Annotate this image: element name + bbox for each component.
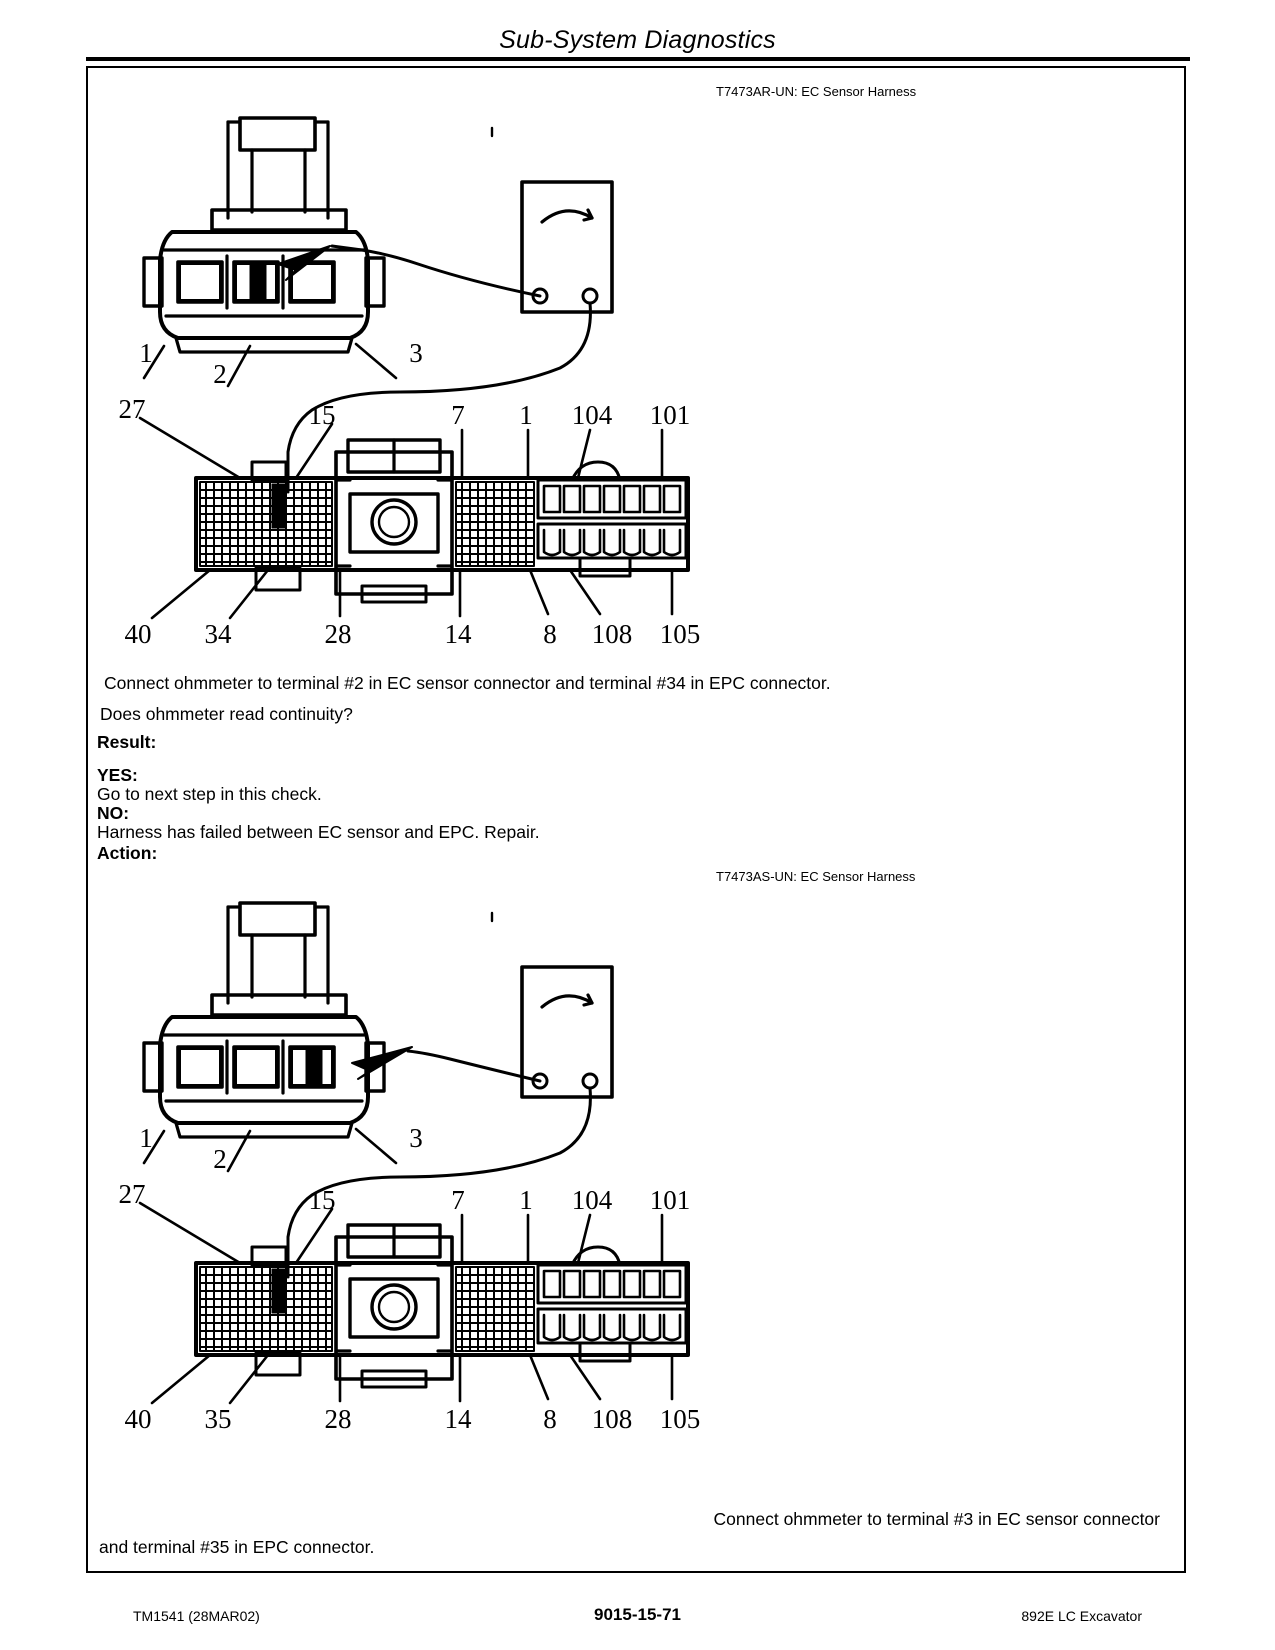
callout-epc-top-104-fig2: 104 <box>572 1185 613 1215</box>
callout-epc-bot-105-fig1: 105 <box>660 619 701 649</box>
callout-epc-top-101-fig2: 101 <box>650 1185 691 1215</box>
callout-epc-bot-40-fig2: 40 <box>125 1404 152 1434</box>
callout-epc-top-1-fig2: 1 <box>519 1185 533 1215</box>
callout-epc-bot-28-fig1: 28 <box>325 619 352 649</box>
header-divider <box>86 57 1190 61</box>
callout-epc-top-7-fig2: 7 <box>451 1185 465 1215</box>
yes-label: YES: <box>97 765 138 785</box>
callout-epc-bot-35-fig2: 35 <box>205 1404 232 1434</box>
page-title: Sub-System Diagnostics <box>499 26 776 54</box>
callout-sensor-1-fig2: 1 <box>139 1123 153 1153</box>
no-label: NO: <box>97 803 130 823</box>
callout-epc-bot-14-fig1: 14 <box>445 619 473 649</box>
instruction-connect-1: Connect ohmmeter to terminal #2 in EC se… <box>104 673 831 693</box>
footer-model: 892E LC Excavator <box>1021 1608 1142 1624</box>
callout-epc-bot-8-fig2: 8 <box>543 1404 557 1434</box>
figure-1-ec-sensor-harness: 1 2 3 27 15 7 1 104 101 40 34 28 14 8 10… <box>100 100 720 660</box>
callout-epc-bot-28-fig2: 28 <box>325 1404 352 1434</box>
footer-page-number: 9015-15-71 <box>594 1605 681 1624</box>
figure-2-ec-sensor-harness: 1 2 3 27 15 7 1 104 101 40 35 28 14 8 10… <box>100 885 720 1445</box>
footer-manual-number: TM1541 (28MAR02) <box>133 1608 260 1624</box>
content-frame <box>86 66 1186 1573</box>
callout-epc-bot-105-fig2: 105 <box>660 1404 701 1434</box>
callout-epc-top-15-fig2: 15 <box>309 1185 336 1215</box>
callout-sensor-2-fig2: 2 <box>213 1144 227 1174</box>
callout-sensor-1-fig1: 1 <box>139 338 153 368</box>
callout-epc-top-1-fig1: 1 <box>519 400 533 430</box>
instruction-connect-2-line1: Connect ohmmeter to terminal #3 in EC se… <box>713 1509 1160 1529</box>
callout-epc-top-7-fig1: 7 <box>451 400 465 430</box>
callout-epc-bot-14-fig2: 14 <box>445 1404 473 1434</box>
callout-epc-top-15-fig1: 15 <box>309 400 336 430</box>
callout-epc-bot-108-fig2: 108 <box>592 1404 633 1434</box>
callout-epc-top-27-fig2: 27 <box>119 1179 146 1209</box>
figure-caption-2: T7473AS-UN: EC Sensor Harness <box>716 869 916 884</box>
yes-answer: Go to next step in this check. <box>97 784 322 804</box>
action-label: Action: <box>97 843 158 863</box>
callout-epc-bot-34-fig1: 34 <box>205 619 233 649</box>
question-continuity-1: Does ohmmeter read continuity? <box>100 704 353 724</box>
instruction-connect-2-line2: and terminal #35 in EPC connector. <box>99 1537 375 1557</box>
callout-epc-bot-8-fig1: 8 <box>543 619 557 649</box>
callout-epc-bot-40-fig1: 40 <box>125 619 152 649</box>
callout-epc-top-104-fig1: 104 <box>572 400 613 430</box>
callout-sensor-2-fig1: 2 <box>213 359 227 389</box>
callout-epc-bot-108-fig1: 108 <box>592 619 633 649</box>
callout-sensor-3-fig1: 3 <box>409 338 423 368</box>
result-label: Result: <box>97 732 157 752</box>
callout-sensor-3-fig2: 3 <box>409 1123 423 1153</box>
callout-epc-top-27-fig1: 27 <box>119 394 146 424</box>
no-answer: Harness has failed between EC sensor and… <box>97 822 540 842</box>
figure-caption-1: T7473AR-UN: EC Sensor Harness <box>716 84 917 99</box>
callout-epc-top-101-fig1: 101 <box>650 400 691 430</box>
